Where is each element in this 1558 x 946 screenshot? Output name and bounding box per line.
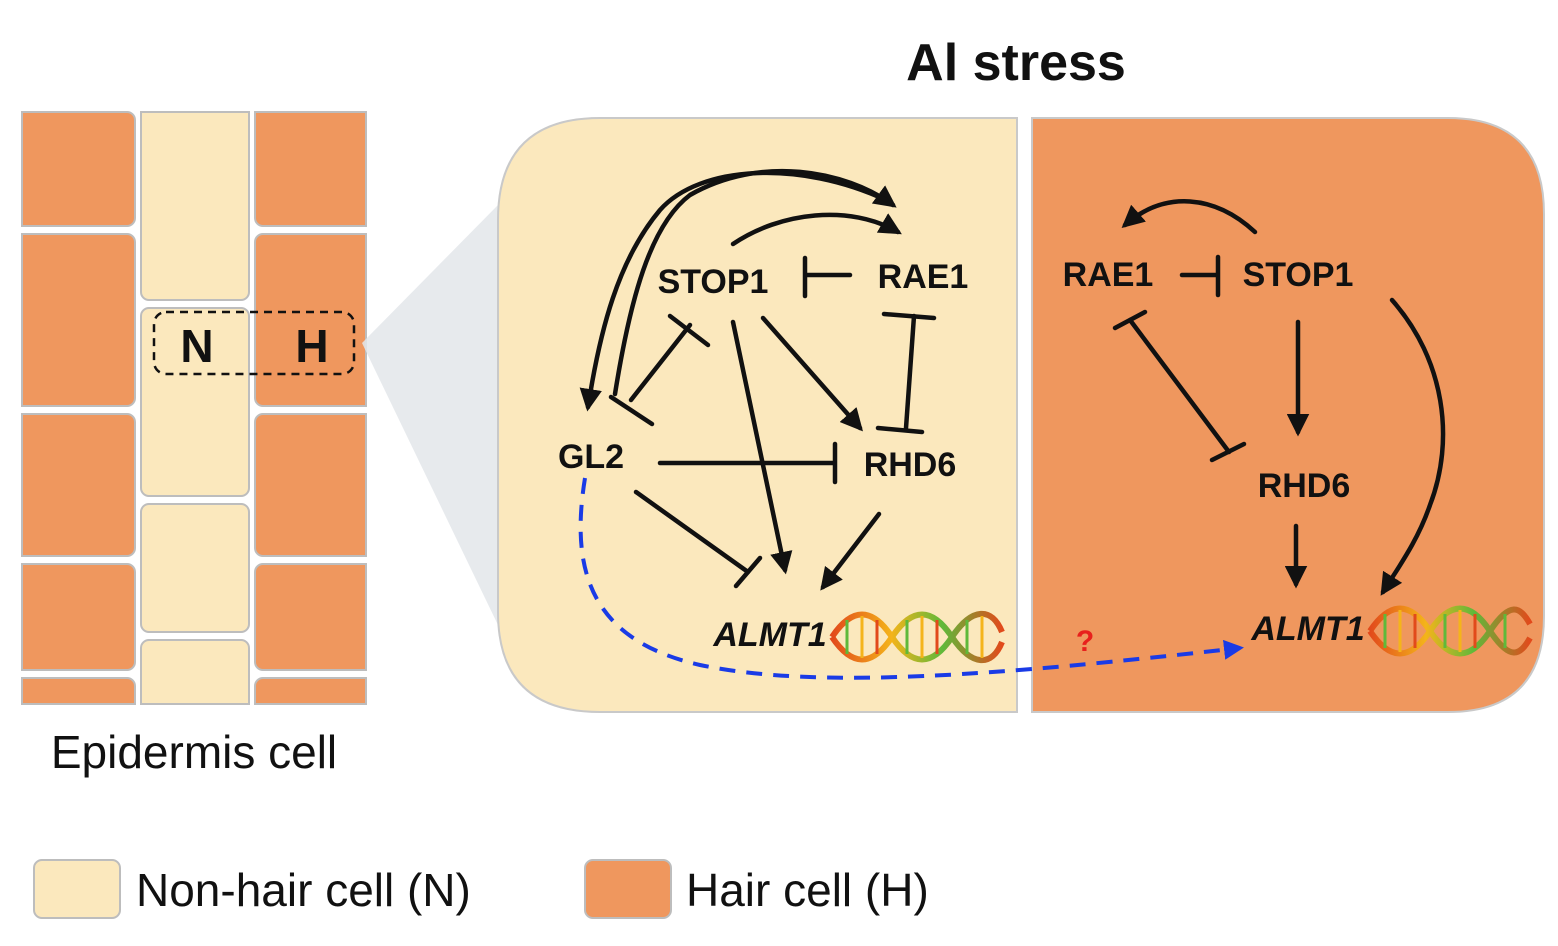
edge-stop1-activates-rae1 [730,212,902,247]
inhibition-bar [1209,441,1247,463]
node-rae1: RAE1 [878,258,969,296]
edge-rae1-inhibits-rhd6-hair [1127,317,1232,455]
edge-rhd6-activates-almt1 [820,511,882,591]
edge-stop1-activates-almt1-hair [1380,297,1446,596]
inhibition-bar [875,425,925,435]
non-hair-cell-panel [497,117,1018,713]
unknown-regulation-question-mark: ? [1076,625,1094,658]
epidermis-tissue: N H [21,111,367,705]
inhibition-bar [608,394,655,427]
hair-cell-marker: H [295,320,328,372]
legend-label-hair: Hair cell (H) [686,864,929,916]
edge-stop1-gl2-mutual-inhibition [628,322,693,403]
legend: Non-hair cell (N) Hair cell (H) [33,859,929,919]
non-hair-network: STOP1 RAE1 GL2 RHD6 ALMT1 [558,168,1005,664]
dna-helix-icon [1367,605,1533,657]
hair-cell-column-right [254,111,367,705]
node-almt1: ALMT1 [712,616,826,654]
diagram-title: Al stress [906,34,1126,92]
node-rhd6-hair: RHD6 [1258,467,1351,505]
legend-label-non-hair: Non-hair cell (N) [136,864,471,916]
node-stop1: STOP1 [658,263,769,301]
hair-cell-column-left [21,111,136,705]
edge-rae1-activates-gl2 [579,170,889,412]
cross-cell-link-gl2-almt1 [578,477,1244,680]
node-rae1-hair: RAE1 [1063,256,1154,294]
edge-gl2-activates-rae1 [612,168,897,397]
inhibition-bar [733,555,763,589]
edge-rae1-rhd6-mutual-inhibition [903,313,917,431]
hair-network: RAE1 STOP1 RHD6 ALMT1 [1063,199,1533,657]
legend-swatch-hair [584,859,672,919]
epidermis-caption: Epidermis cell [51,726,337,778]
selected-cells-box [152,310,356,376]
inhibition-bar [881,311,937,321]
legend-swatch-non-hair [33,859,121,919]
node-stop1-hair: STOP1 [1243,256,1354,294]
edge-stop1-activates-rhd6 [760,315,863,432]
zoom-wedge [362,205,498,625]
node-rhd6: RHD6 [864,446,957,484]
edge-gl2-inhibits-almt1 [633,489,751,575]
non-hair-cell-marker: N [180,320,213,372]
edge-stop1-activates-rae1-hair [1121,199,1258,235]
inhibition-bar [1112,309,1148,331]
non-hair-cell-column [140,111,250,705]
edge-stop1-activates-almt1 [730,319,793,575]
node-almt1-hair: ALMT1 [1250,610,1364,648]
dna-helix-icon [829,610,1005,664]
inhibition-bar [667,313,711,348]
node-gl2: GL2 [558,438,624,476]
